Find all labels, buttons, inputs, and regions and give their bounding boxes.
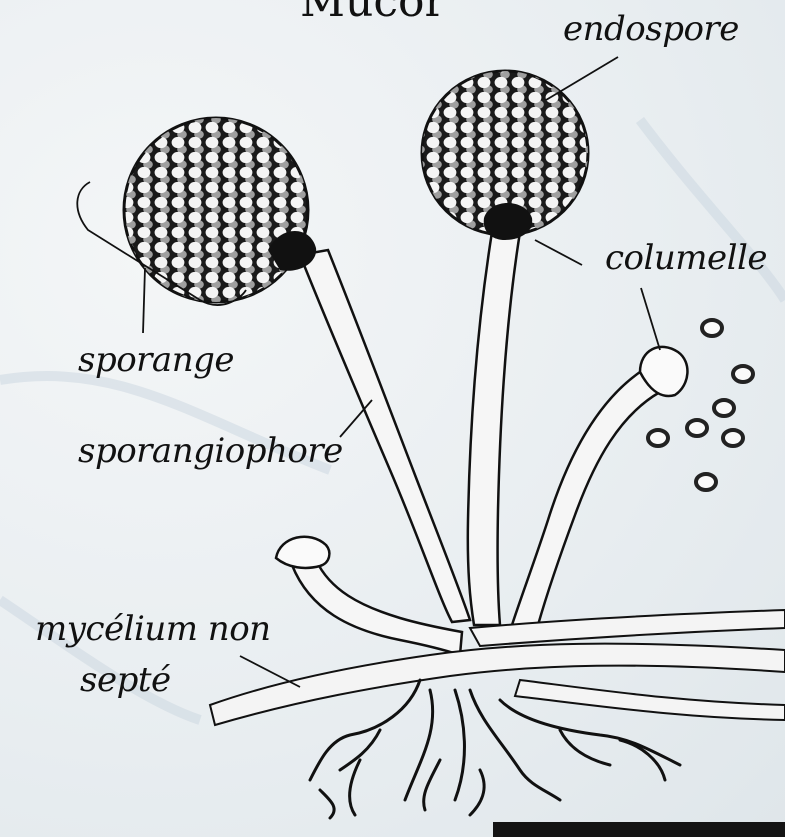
label-sporangiophore: sporangiophore xyxy=(78,434,343,468)
label-mycelium-line1: mycélium non xyxy=(35,612,271,646)
label-endospore: endospore xyxy=(563,12,739,46)
label-columelle: columelle xyxy=(605,241,767,275)
middle-sporangium xyxy=(422,71,588,240)
columelle-leader-2 xyxy=(641,288,660,350)
endospore-leader xyxy=(546,57,618,100)
right-sporangiophore xyxy=(512,347,687,625)
bottom-dark-strip xyxy=(493,822,785,837)
mycelium xyxy=(210,610,785,725)
columelle-leader xyxy=(535,240,582,265)
middle-sporangiophore xyxy=(468,232,520,625)
left-sporangium xyxy=(124,118,316,302)
label-mycelium-line2: septé xyxy=(80,663,171,697)
sporange-leader xyxy=(143,268,145,333)
mycelium-leader xyxy=(240,656,300,687)
middle-columella xyxy=(484,203,532,240)
label-sporange: sporange xyxy=(78,343,234,377)
diagram-title: Mucor xyxy=(300,0,446,24)
